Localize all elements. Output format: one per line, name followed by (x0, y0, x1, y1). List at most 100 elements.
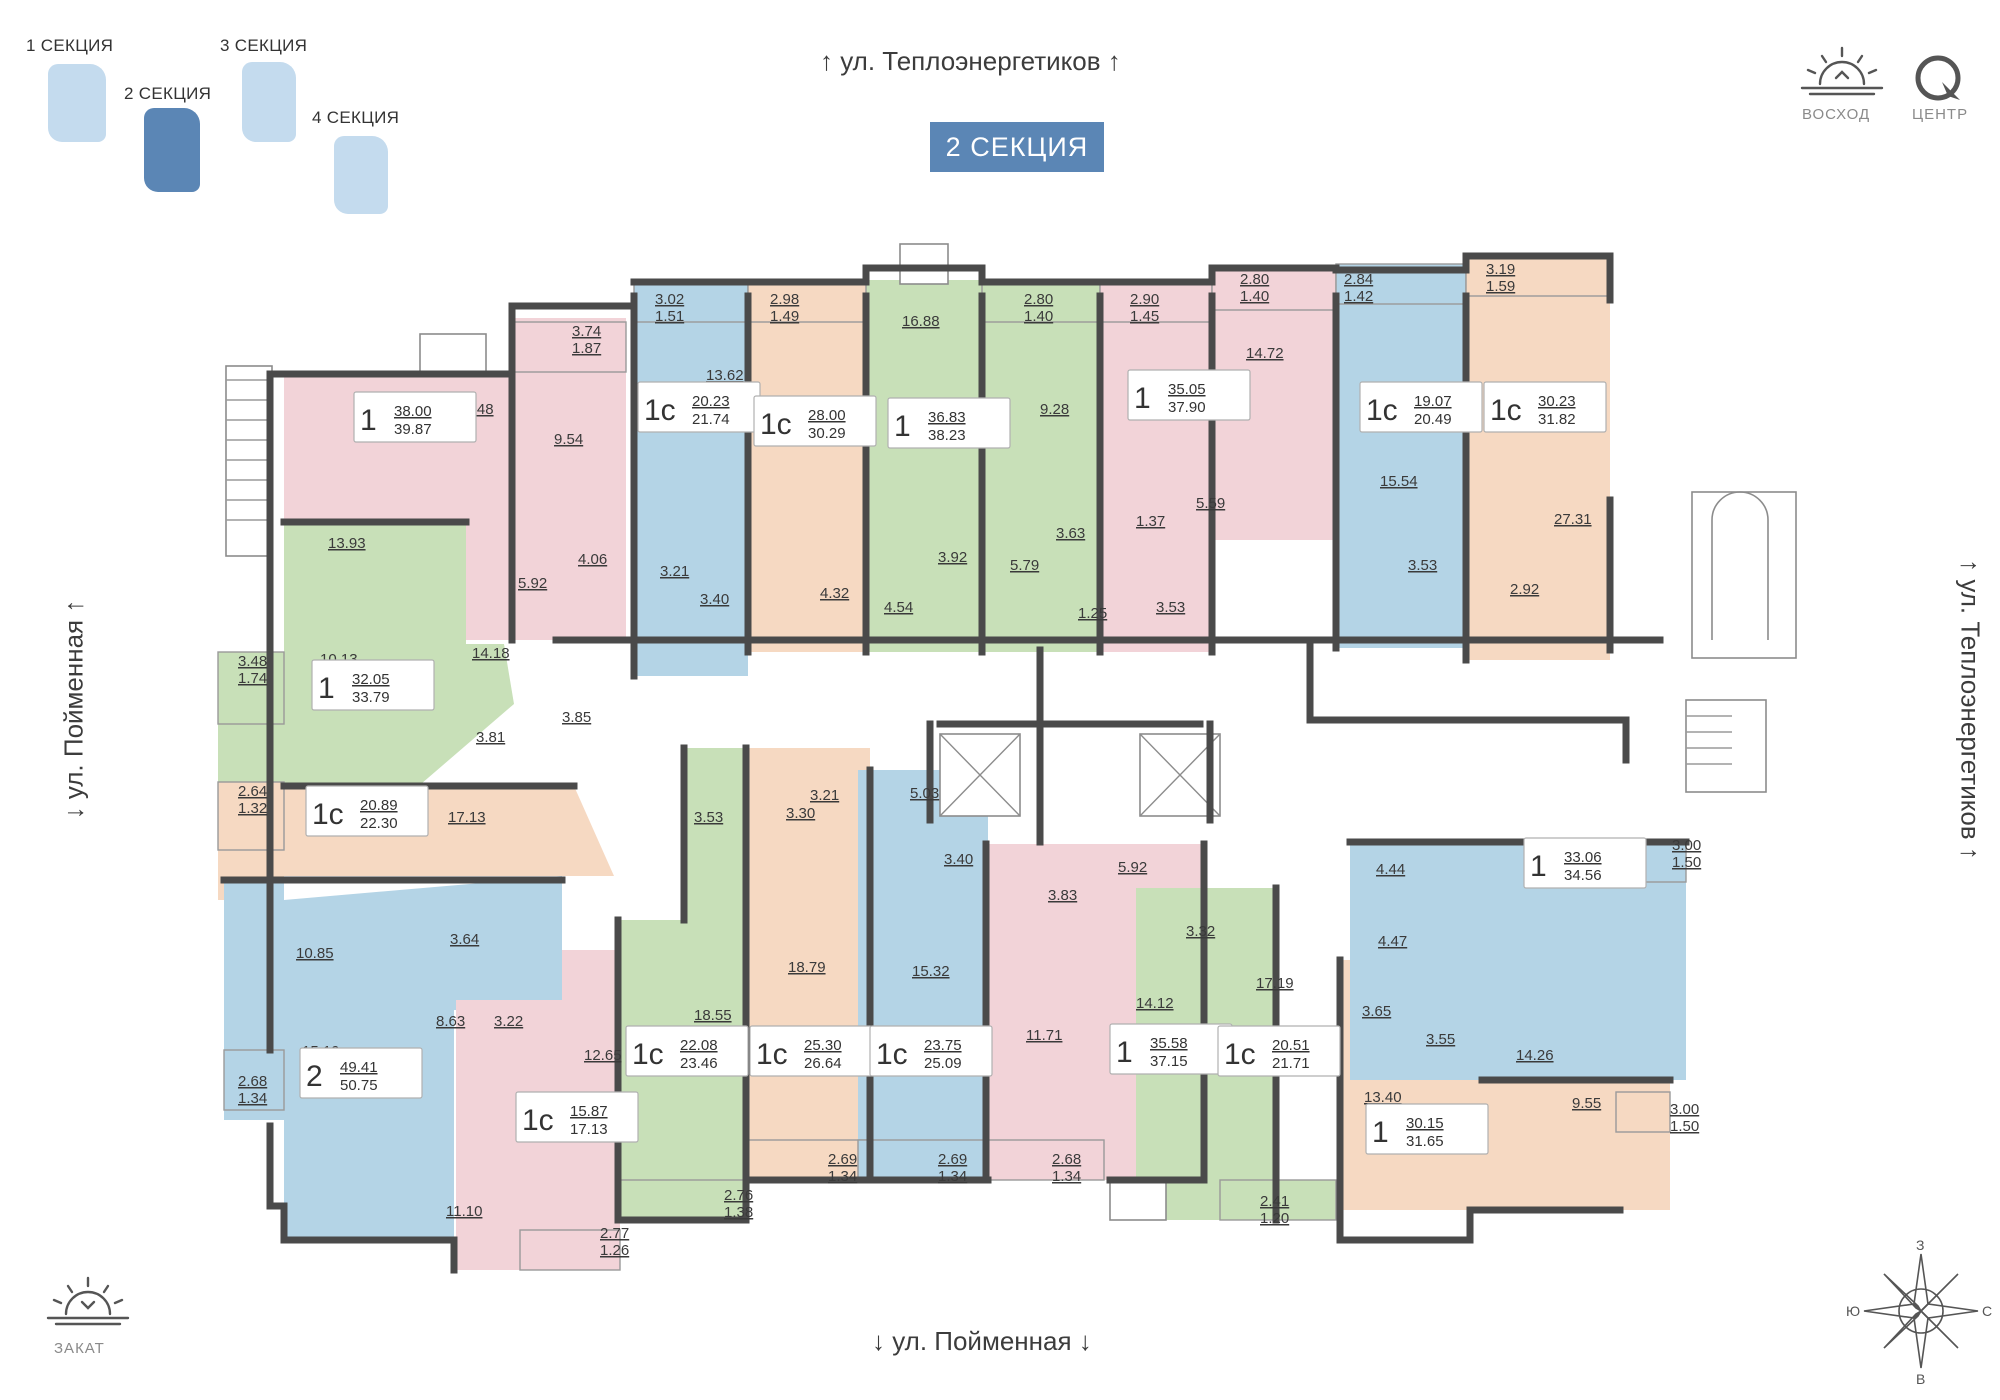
balcony-3 (747, 281, 867, 323)
room-area-label: 1.42 (1344, 288, 1373, 305)
room-area-label: 3.55 (1426, 1031, 1455, 1048)
apartment-area-total: 22.30 (360, 815, 398, 832)
apartment-zone-22[interactable] (1350, 842, 1686, 1080)
room-area-label: 5.92 (518, 575, 547, 592)
apartment-zone-9[interactable] (1336, 270, 1466, 648)
section-1-swatch[interactable] (48, 64, 106, 142)
balcony-15 (857, 1139, 989, 1181)
apartment-rooms-label: 1с (760, 408, 792, 441)
room-area-label: 9.28 (1040, 401, 1069, 418)
room-area-label: 1.25 (1078, 605, 1107, 622)
room-area-label: 3.48 (238, 653, 267, 670)
room-area-label: 1.51 (655, 308, 684, 325)
room-area-label: 3.53 (1408, 557, 1437, 574)
sunrise-label: ВОСХОД (1802, 106, 1871, 123)
apartment-zone-18[interactable] (858, 770, 988, 1180)
room-area-label: 8.63 (436, 1013, 465, 1030)
section-1-label[interactable]: 1 СЕКЦИЯ (26, 36, 114, 55)
apartment-area-total: 31.65 (1406, 1133, 1444, 1150)
apartment-zone-10[interactable] (1466, 260, 1610, 660)
room-area-label: 1.20 (1260, 1210, 1289, 1227)
apartment-zone-3[interactable] (634, 296, 748, 676)
apartment-zone-4[interactable] (748, 296, 866, 652)
apartment-rooms-label: 1с (1366, 394, 1398, 427)
room-area-label: 14.12 (1136, 995, 1174, 1012)
room-area-label: 3.21 (660, 563, 689, 580)
apartment-rooms-label: 1 (1372, 1116, 1389, 1149)
apartment-area-total: 37.90 (1168, 399, 1206, 416)
room-area-label: 15.32 (912, 963, 950, 980)
apartment-zone-11[interactable] (284, 522, 514, 790)
room-area-label: 16.88 (902, 313, 940, 330)
balcony-8 (1465, 255, 1611, 297)
stair-lift-1 (225, 365, 273, 557)
apartment-rooms-label: 1с (312, 798, 344, 831)
section-3-label[interactable]: 3 СЕКЦИЯ (220, 36, 308, 55)
street-top-label: ↑ ул. Теплоэнергетиков ↑ (820, 46, 1121, 76)
balcony-12 (519, 1229, 621, 1271)
apartment-rooms-label: 1с (756, 1038, 788, 1071)
apartment-area-total: 21.74 (692, 411, 730, 428)
room-area-label: 5.03 (910, 785, 939, 802)
stair-lift-5 (1685, 699, 1767, 793)
room-area-label: 5.79 (1010, 557, 1039, 574)
apartment-zone-7[interactable] (1100, 292, 1212, 652)
stair-lift-2 (419, 333, 487, 375)
room-area-label: 3.21 (810, 787, 839, 804)
room-area-label: 14.26 (1516, 1047, 1554, 1064)
room-area-label: 2.77 (600, 1225, 629, 1242)
room-area-label: 1.45 (1130, 308, 1159, 325)
room-area-label: 1.34 (938, 1168, 967, 1185)
compass-north-label: З (1916, 1237, 1924, 1253)
apartment-area-total: 39.87 (394, 421, 432, 438)
compass-west-label: Ю (1846, 1303, 1860, 1319)
section-2-label[interactable]: 2 СЕКЦИЯ (124, 84, 212, 103)
room-area-label: 3.40 (944, 851, 973, 868)
apartment-rooms-label: 1с (1490, 394, 1522, 427)
apartment-zone-6[interactable] (982, 292, 1100, 652)
apartment-zone-16[interactable] (618, 748, 746, 1220)
apartment-area-living: 49.41 (340, 1059, 378, 1076)
room-area-label: 15.54 (1380, 473, 1418, 490)
room-area-label: 3.85 (562, 709, 591, 726)
apartment-zone-5[interactable] (866, 280, 982, 652)
room-area-label: 1.34 (828, 1168, 857, 1185)
section-3-swatch[interactable] (242, 62, 296, 142)
apartment-rooms-label: 1с (1224, 1038, 1256, 1071)
room-area-label: 1.50 (1670, 1118, 1699, 1135)
room-area-label: 12.65 (584, 1047, 622, 1064)
section-4-label[interactable]: 4 СЕКЦИЯ (312, 108, 400, 127)
section-4-swatch[interactable] (334, 136, 388, 214)
apartment-area-total: 50.75 (340, 1077, 378, 1094)
apartment-area-living: 35.58 (1150, 1035, 1188, 1052)
apartment-rooms-label: 1 (1530, 850, 1547, 883)
room-area-label: 18.55 (694, 1007, 732, 1024)
apartment-rooms-label: 1с (876, 1038, 908, 1071)
apartment-zone-8[interactable] (1212, 280, 1336, 540)
balcony-4 (981, 281, 1101, 323)
apartment-zone-2[interactable] (510, 318, 626, 640)
sunset-label: ЗАКАТ (54, 1340, 105, 1357)
room-area-label: 10.85 (296, 945, 334, 962)
room-area-label: 11.10 (446, 1203, 482, 1220)
room-area-label: 17.13 (448, 809, 486, 826)
section-2-swatch[interactable] (144, 108, 200, 192)
